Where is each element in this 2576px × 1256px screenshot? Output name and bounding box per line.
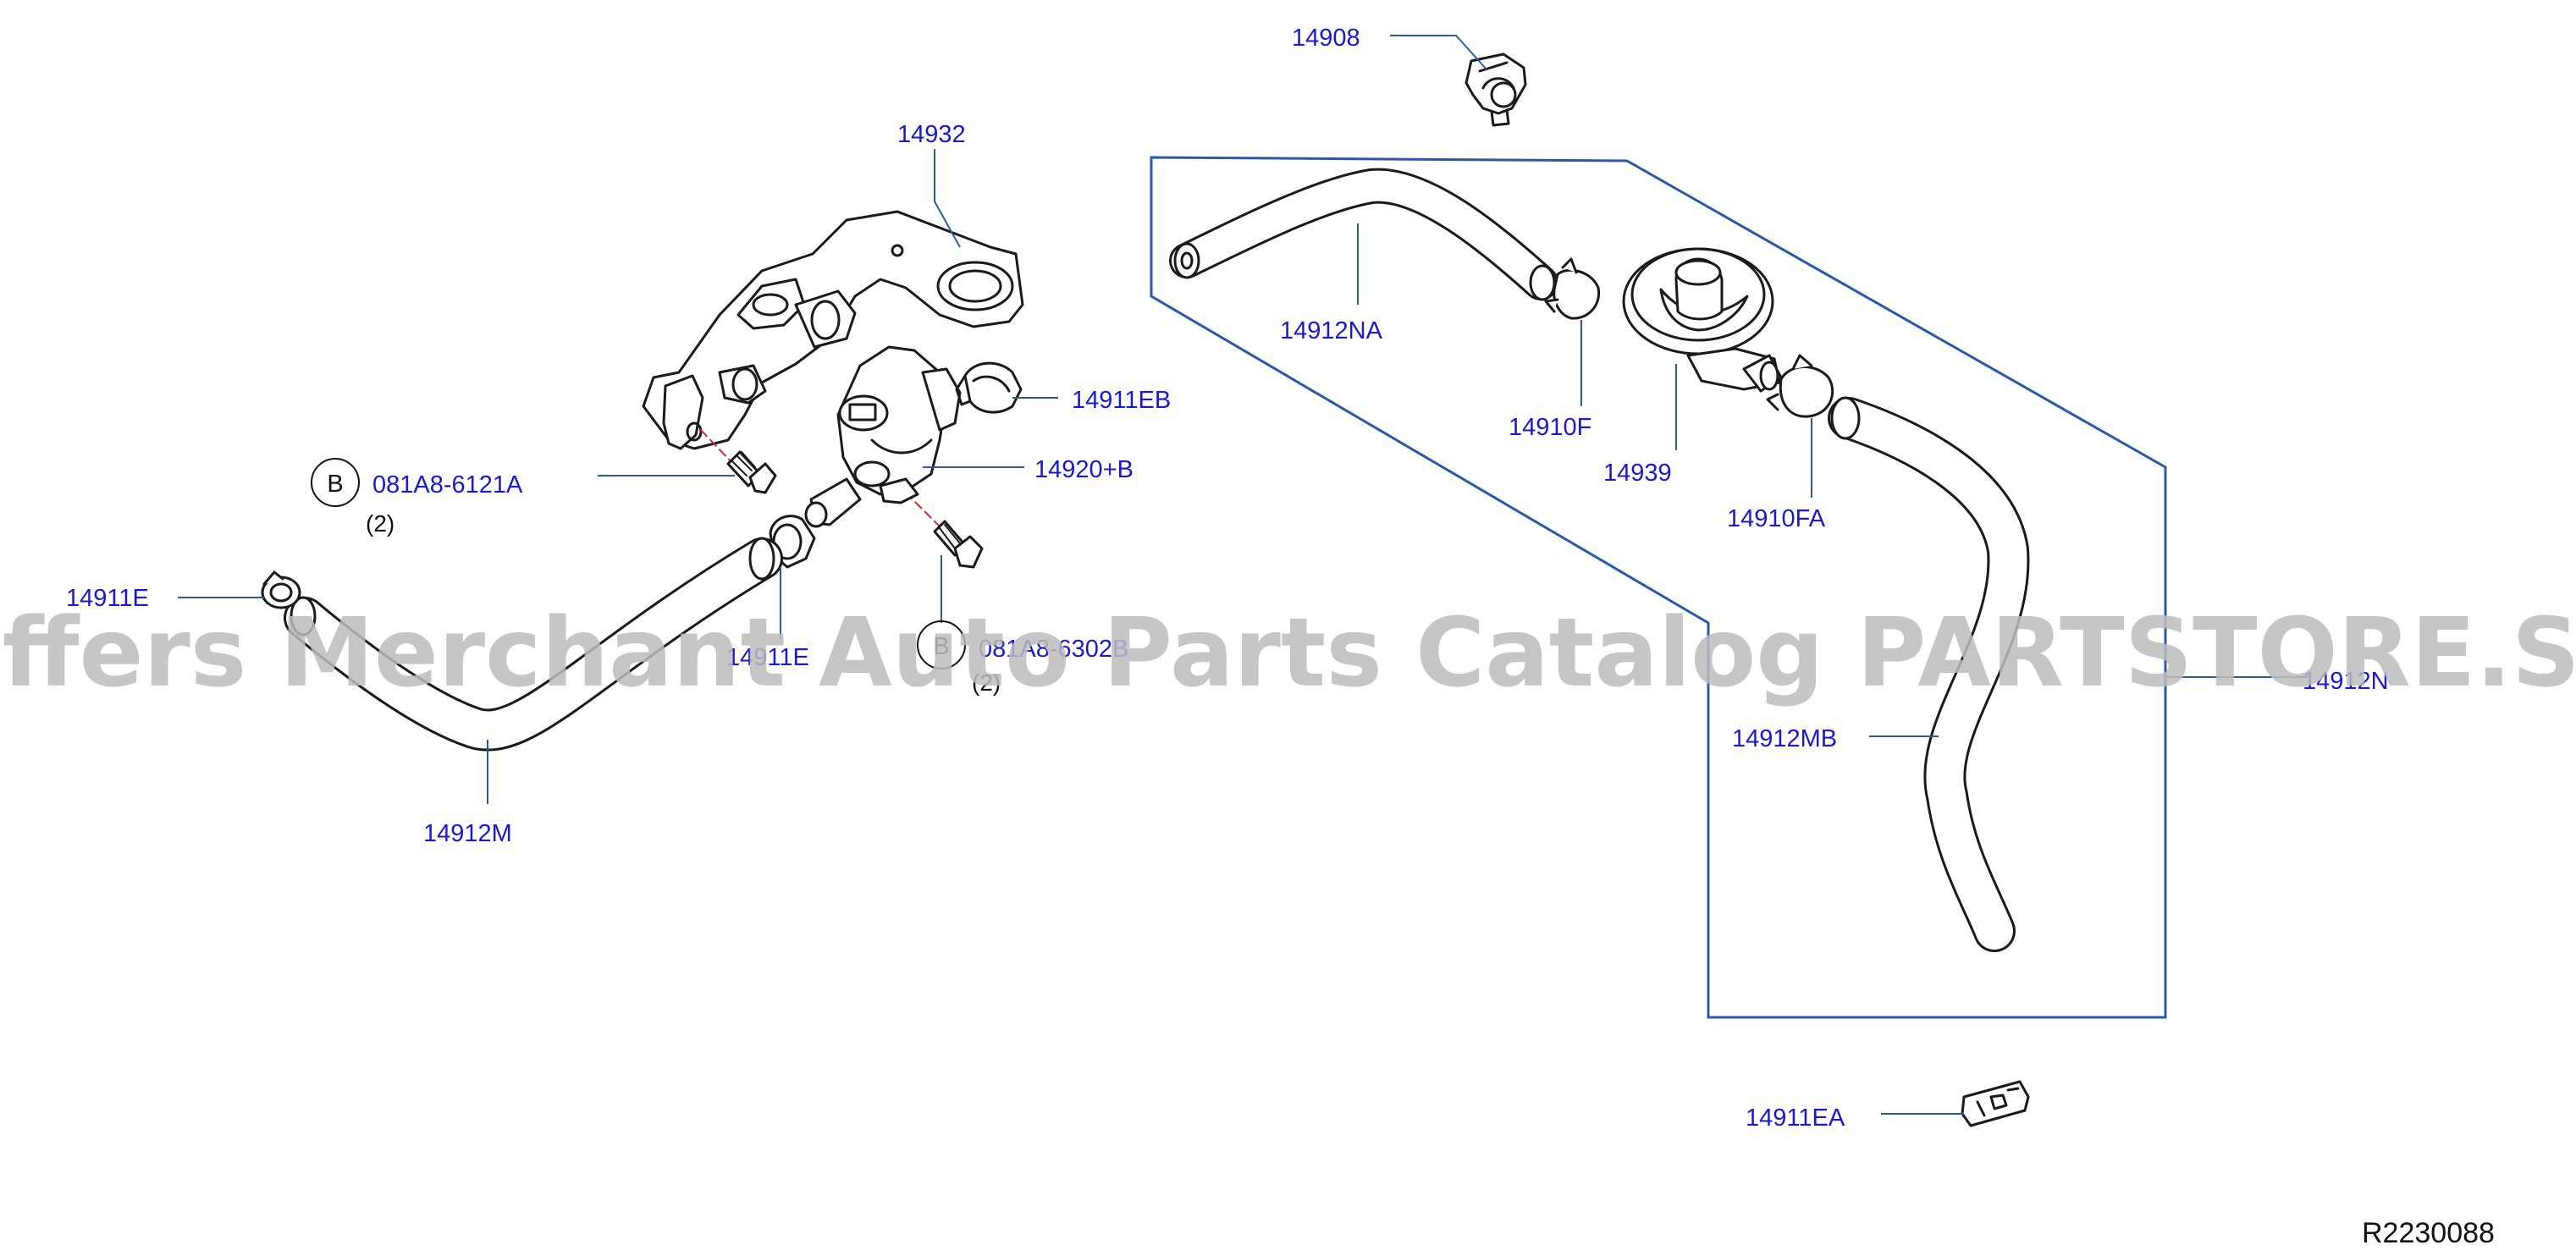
bolt-symbol-lower-letter: B [933, 633, 949, 660]
valve-14939-drawing [1622, 247, 1783, 393]
bolt-symbol-upper [311, 458, 360, 507]
bolt-symbol-upper-letter: B [327, 471, 343, 498]
clamp-14910F-drawing [1544, 257, 1601, 320]
clip-14911EB-drawing [955, 361, 1023, 414]
part-drawings [261, 52, 2030, 1127]
group-outline [1150, 156, 2167, 1019]
label-14911EB[interactable]: 14911EB [1072, 387, 1171, 414]
valve-14920-drawing [804, 345, 962, 528]
watermark-text: Offers Merchant Auto Parts Catalog PARTS… [0, 598, 2576, 708]
label-14912N[interactable]: 14912N [2303, 668, 2389, 695]
clamp-14910FA-drawing [1766, 354, 1834, 418]
label-14908[interactable]: 14908 [1292, 25, 1360, 52]
clip-14908-drawing [1465, 52, 1527, 127]
label-14920B[interactable]: 14920+B [1034, 456, 1134, 483]
leader-lines [178, 35, 2308, 1115]
hose-14912MB-drawing [1828, 396, 2030, 952]
leader-14908 [1390, 35, 1487, 70]
qty-upper: (2) [366, 510, 394, 537]
bolt-lower-drawing [905, 492, 984, 569]
label-14912MB[interactable]: 14912MB [1732, 725, 1837, 752]
label-081A8-6121A[interactable]: 081A8-6121A [372, 471, 523, 499]
label-14911E-left[interactable]: 14911E [66, 585, 149, 612]
label-14912M[interactable]: 14912M [423, 820, 512, 847]
bolt-symbol-lower [917, 620, 966, 669]
clamp-14911E-left-drawing [261, 570, 301, 609]
label-14932[interactable]: 14932 [897, 121, 966, 148]
hose-14912NA-drawing [1169, 168, 1558, 301]
hose-14912M-drawing [284, 537, 783, 752]
clip-14911EA-drawing [1961, 1080, 2030, 1127]
label-14911E-mid[interactable]: 14911E [726, 644, 809, 671]
diagram-reference-code: R2230088 [2362, 1217, 2495, 1249]
label-081A8-6302B[interactable]: 081A8-6302B [979, 636, 1128, 663]
label-14910F[interactable]: 14910F [1509, 414, 1591, 441]
bolt-upper-drawing [700, 429, 777, 494]
label-14939[interactable]: 14939 [1603, 460, 1672, 487]
bracket-14932-drawing [642, 210, 1024, 450]
label-14912NA[interactable]: 14912NA [1280, 317, 1383, 344]
label-14911EA[interactable]: 14911EA [1746, 1105, 1845, 1132]
qty-lower: (2) [972, 669, 1001, 696]
leader-14932 [934, 149, 961, 248]
label-14910FA[interactable]: 14910FA [1727, 505, 1826, 532]
